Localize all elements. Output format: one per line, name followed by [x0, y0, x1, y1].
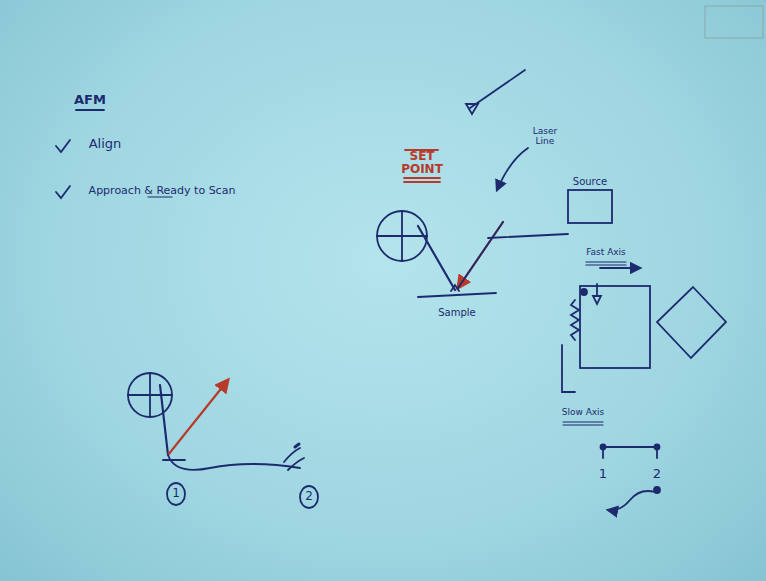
part-label: Laser Line: [527, 127, 563, 147]
note-text: Approach & Ready to Scan: [89, 185, 236, 197]
axis-label: Slow Axis: [562, 408, 605, 418]
part-label: Sample: [438, 307, 476, 318]
axis-label: Fast Axis: [586, 248, 626, 258]
callout-number: 1: [599, 467, 607, 481]
part-label: Source: [573, 176, 607, 187]
title: AFM: [74, 93, 106, 107]
note-text: Align: [89, 137, 122, 151]
setpoint-label: SET POINT: [400, 150, 444, 176]
callout-number: 2: [305, 490, 313, 503]
callout-number: 2: [653, 467, 661, 481]
callout-number: 1: [172, 487, 180, 500]
